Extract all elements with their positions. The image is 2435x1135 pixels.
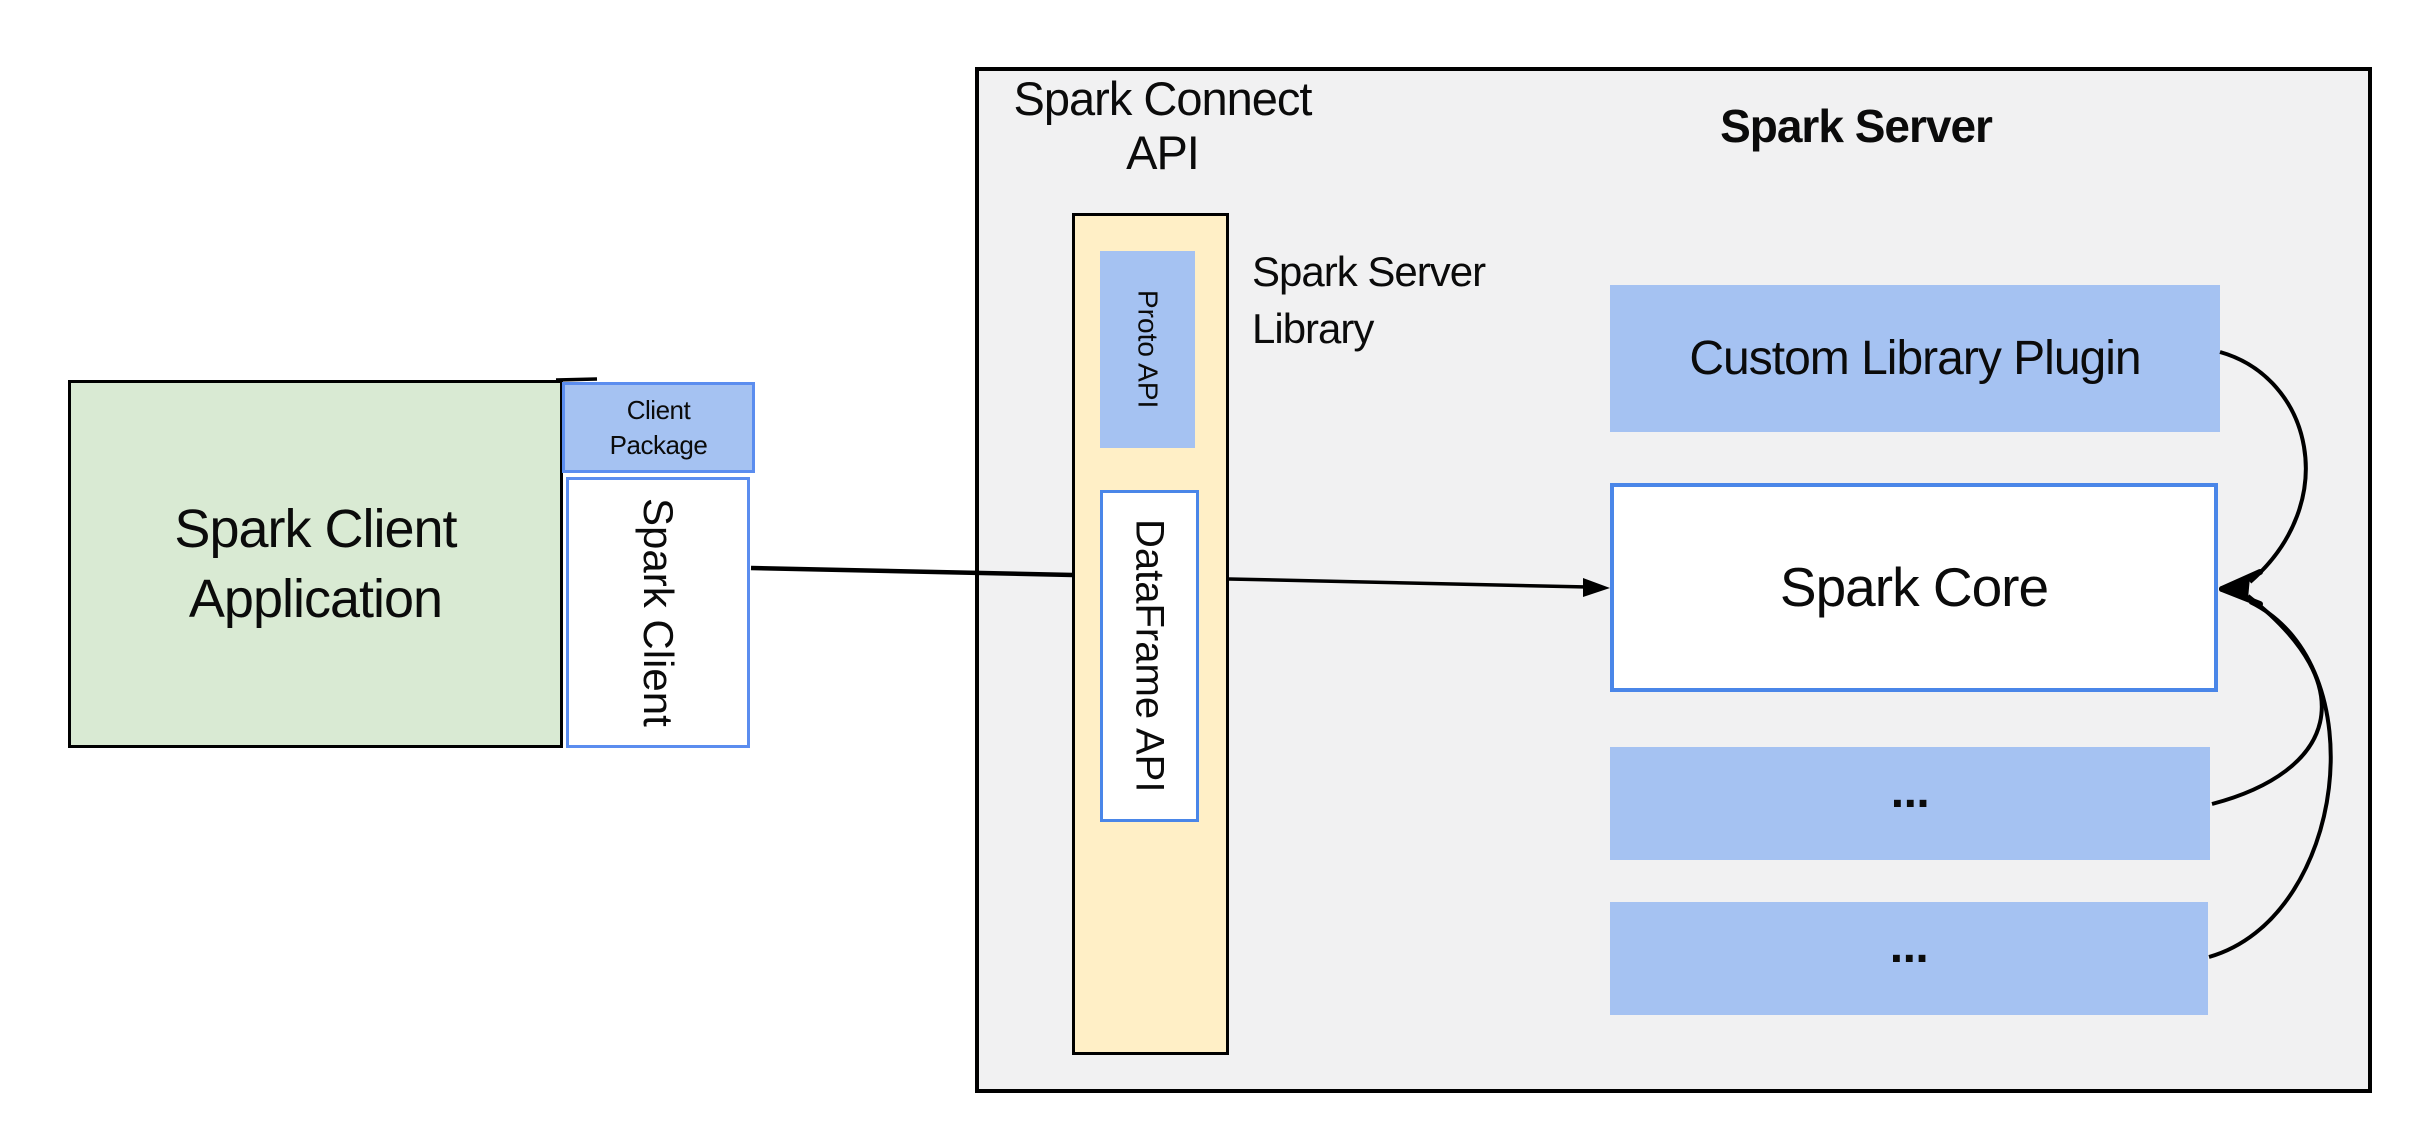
client-package-box: Client Package: [562, 382, 755, 473]
spark-connect-api-title-line1: Spark Connect: [1013, 72, 1313, 125]
spark-server-library-line1: Spark Server: [1252, 248, 1486, 295]
spark-client-application-line2: Application: [188, 569, 443, 629]
client-package-label: Client Package: [610, 393, 708, 463]
spark-connect-api-title: Spark Connect API: [990, 72, 1335, 180]
spark-client-label: Spark Client: [635, 498, 683, 727]
proto-api-label: Proto API: [1132, 290, 1164, 409]
spark-server-title: Spark Server: [1720, 100, 1993, 152]
ellipsis-label-1: ...: [1890, 764, 1930, 818]
spark-core-label: Spark Core: [1779, 555, 2049, 618]
spark-client-application-line1: Spark Client: [174, 499, 457, 559]
ellipsis-label-2: ...: [1889, 919, 1929, 973]
spark-client-box: Spark Client: [566, 477, 750, 748]
dataframe-api-box: DataFrame API: [1100, 490, 1199, 822]
spark-server-library-line2: Library: [1252, 305, 1374, 352]
spark-connect-api-title-line2: API: [1126, 126, 1200, 179]
custom-library-plugin-label: Custom Library Plugin: [1689, 331, 2141, 385]
server-plugin-ellipsis-box-1: ...: [1610, 747, 2210, 860]
client-package-line2: Package: [609, 429, 708, 460]
custom-library-plugin-box: Custom Library Plugin: [1610, 285, 2220, 432]
client-package-line1: Client: [626, 394, 691, 425]
proto-api-box: Proto API: [1100, 251, 1195, 448]
server-plugin-ellipsis-box-2: ...: [1610, 902, 2208, 1015]
dataframe-api-label: DataFrame API: [1127, 519, 1172, 793]
spark-client-application-label: Spark Client Application: [174, 494, 457, 634]
spark-client-application-box: Spark Client Application: [68, 380, 563, 748]
spark-server-library-label: Spark Server Library: [1252, 243, 1582, 357]
spark-core-box: Spark Core: [1610, 483, 2218, 692]
